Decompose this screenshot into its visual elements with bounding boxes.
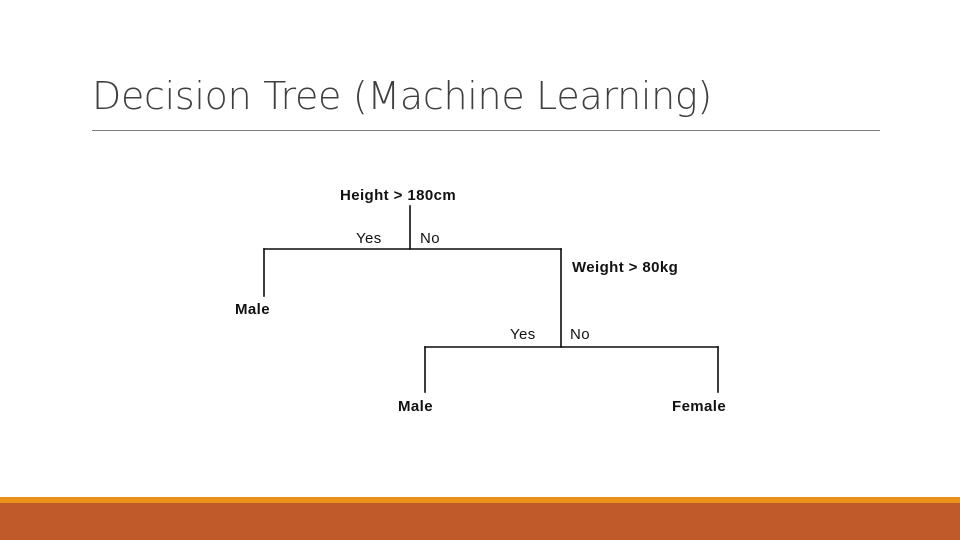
footer-accent-stripe xyxy=(0,497,960,503)
leaf-level2-male-label: Male xyxy=(398,398,433,415)
edge-label-weight-no: No xyxy=(570,326,590,343)
leaf-level2-female-label: Female xyxy=(672,398,726,415)
decision-tree-diagram: Height > 180cm Yes No Male Weight > 80kg… xyxy=(235,187,726,415)
node-root-label: Height > 180cm xyxy=(340,187,456,204)
edge-label-root-no: No xyxy=(420,230,440,247)
title-divider xyxy=(92,130,880,131)
node-weight-label: Weight > 80kg xyxy=(572,259,678,276)
page-title: Decision Tree (Machine Learning) xyxy=(92,74,712,118)
edge-label-weight-yes: Yes xyxy=(510,326,536,343)
edge-label-root-yes: Yes xyxy=(356,230,382,247)
footer-band xyxy=(0,503,960,540)
leaf-level1-male-label: Male xyxy=(235,301,270,318)
